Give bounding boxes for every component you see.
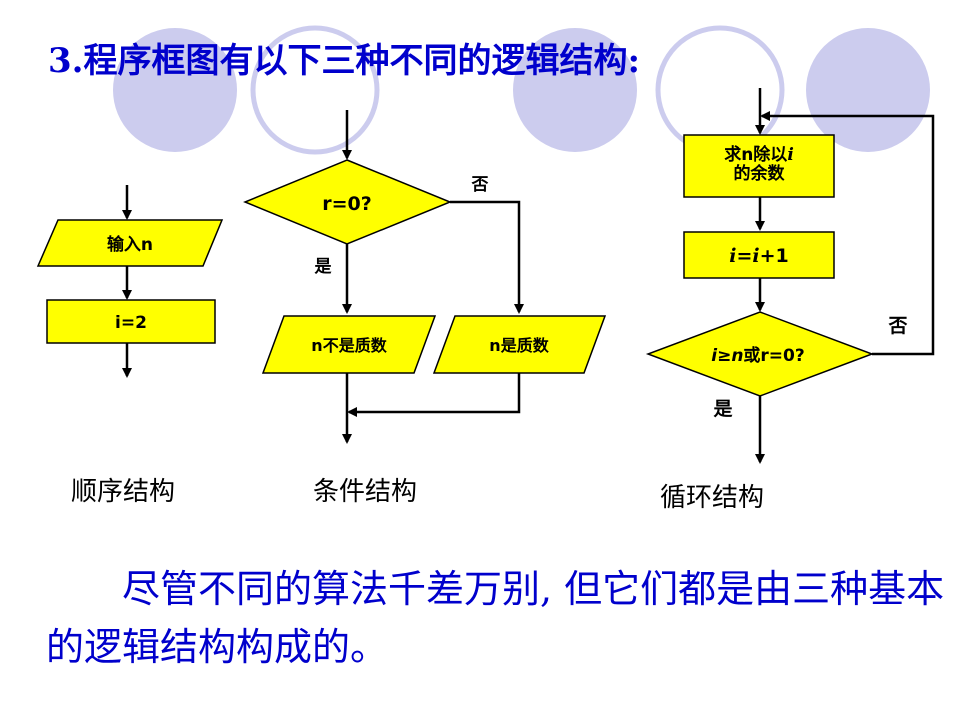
loop-caption: 循环结构 — [660, 483, 764, 513]
left-output-parallelogram — [261, 315, 437, 374]
decor-circle — [655, 25, 785, 155]
decor-circle — [513, 28, 637, 152]
loop-yes-label: 是 — [713, 398, 732, 420]
no-branch-arrow — [450, 200, 524, 314]
sequence-caption: 顺序结构 — [71, 477, 175, 507]
summary-text: 尽管不同的算法千差万别, 但它们都是由三种基本的逻辑结构构成的。 — [46, 567, 945, 669]
decor-circle — [806, 28, 930, 152]
summary-paragraph: 尽管不同的算法千差万别, 但它们都是由三种基本的逻辑结构构成的。 — [46, 560, 946, 676]
process-label: i=2 — [115, 313, 147, 333]
remainder-label-line1: 求n除以i — [724, 144, 794, 165]
no-label: 否 — [471, 175, 489, 195]
input-label: 输入n — [107, 234, 153, 255]
process-box — [46, 299, 216, 344]
right-output-label: n是质数 — [489, 336, 549, 355]
right-output-parallelogram — [432, 315, 607, 374]
sequence-structure: 输入n i=2 顺序结构 — [36, 185, 224, 507]
yes-label: 是 — [315, 257, 332, 277]
left-output-label: n不是质数 — [311, 336, 387, 355]
slide-title: 3.程序框图有以下三种不同的逻辑结构: — [48, 41, 640, 81]
condition-label: r=0? — [322, 193, 372, 215]
decor-circle — [113, 28, 237, 152]
conditional-structure: r=0? 否 是 n不是质数 n是质数 条件结构 — [243, 110, 607, 507]
remainder-process-box — [683, 134, 835, 198]
loop-structure: 求n除以i 的余数 i=i+1 i≥n或r=0? 否 是 循环结构 — [645, 88, 935, 513]
loop-condition-label: i≥n或r=0? — [711, 345, 805, 366]
input-parallelogram — [36, 219, 224, 267]
increment-label: i=i+1 — [729, 245, 789, 267]
loop-back-arrow — [760, 111, 935, 356]
conditional-caption: 条件结构 — [313, 477, 417, 507]
remainder-label-line2: 的余数 — [734, 163, 786, 184]
loop-no-label: 否 — [887, 315, 907, 337]
merge-arrow — [347, 373, 521, 417]
